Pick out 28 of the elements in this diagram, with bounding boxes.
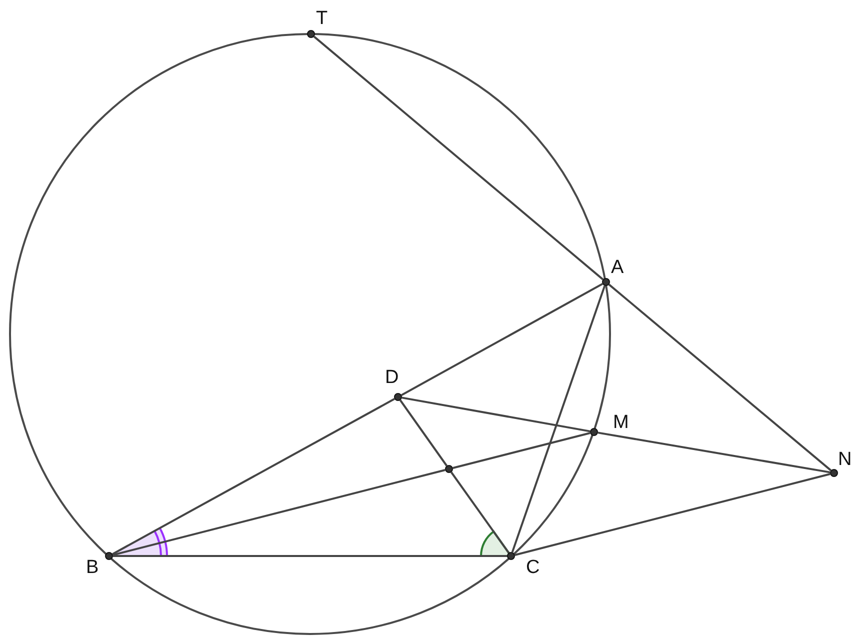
point-label: C bbox=[526, 558, 540, 577]
line-segment bbox=[112, 469, 446, 556]
line-segment bbox=[598, 432, 830, 474]
point-marker bbox=[394, 393, 402, 401]
line-segment bbox=[112, 398, 395, 555]
line-segment bbox=[313, 36, 604, 280]
line-segment bbox=[511, 285, 606, 553]
point-marker bbox=[445, 465, 453, 473]
point-label: T bbox=[316, 9, 328, 28]
point-label: B bbox=[86, 558, 99, 577]
line-segment bbox=[514, 473, 830, 556]
line-segment bbox=[400, 400, 448, 466]
line-segment bbox=[608, 284, 832, 472]
line-segment bbox=[113, 555, 507, 557]
point-marker bbox=[507, 552, 515, 560]
point-marker bbox=[602, 278, 610, 286]
point-label: M bbox=[613, 413, 629, 432]
point-marker bbox=[590, 428, 598, 436]
line-segment bbox=[450, 472, 510, 554]
line-segment bbox=[402, 396, 590, 432]
point-marker bbox=[830, 469, 838, 477]
line-segment bbox=[452, 432, 590, 469]
point-label: D bbox=[385, 368, 399, 387]
point-marker bbox=[105, 552, 113, 560]
line-segment bbox=[401, 283, 603, 396]
point-marker bbox=[307, 30, 315, 38]
point-label: A bbox=[611, 258, 624, 277]
point-label: N bbox=[838, 450, 852, 469]
